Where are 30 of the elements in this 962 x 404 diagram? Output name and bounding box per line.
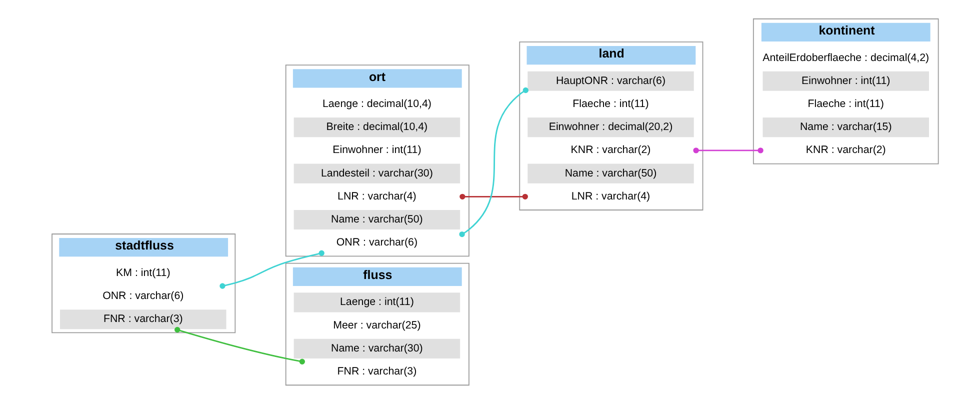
node-text: KM : int(11) bbox=[116, 266, 170, 279]
node-text: LNR : varchar(4) bbox=[570, 190, 650, 202]
node-text: KNR : varchar(2) bbox=[805, 144, 886, 156]
node-text: FNR : varchar(3) bbox=[336, 366, 416, 378]
connector bbox=[458, 87, 528, 238]
node-box: Landesteil : varchar(30) bbox=[293, 164, 460, 184]
node-text: Laenge : decimal(10,4) bbox=[322, 98, 431, 110]
node-text: LNR : varchar(4) bbox=[337, 190, 416, 202]
node-box: Name : varchar(15) bbox=[762, 118, 928, 138]
node-text: ONR : varchar(6) bbox=[102, 290, 184, 302]
node-box: Einwohner : decimal(20,2) bbox=[527, 118, 694, 138]
node-text: Flaeche : int(11) bbox=[572, 98, 648, 110]
connector bbox=[219, 250, 324, 289]
node-box: Name : varchar(50) bbox=[293, 210, 460, 230]
node-box: Name : varchar(50) bbox=[527, 164, 694, 184]
node-box: Breite : decimal(10,4) bbox=[293, 118, 460, 138]
node-text: AnteilErdoberflaeche : decimal(4,2) bbox=[762, 52, 929, 64]
node-box: Name : varchar(30) bbox=[293, 338, 460, 358]
node-text: KNR : varchar(2) bbox=[570, 144, 650, 156]
node-text: Flaeche : int(11) bbox=[807, 98, 884, 110]
node-box: Einwohner : int(11) bbox=[762, 71, 928, 91]
connector bbox=[459, 194, 528, 200]
node-text: Meer : varchar(25) bbox=[332, 319, 420, 332]
node-box: Laenge : int(11) bbox=[293, 292, 460, 312]
connector bbox=[692, 148, 763, 154]
node-box: FNR : varchar(3) bbox=[60, 310, 226, 330]
node-text: ONR : varchar(6) bbox=[336, 236, 418, 249]
node-text: Einwohner : int(11) bbox=[332, 144, 421, 156]
node-box: HauptONR : varchar(6) bbox=[527, 71, 694, 91]
connector bbox=[174, 326, 304, 364]
